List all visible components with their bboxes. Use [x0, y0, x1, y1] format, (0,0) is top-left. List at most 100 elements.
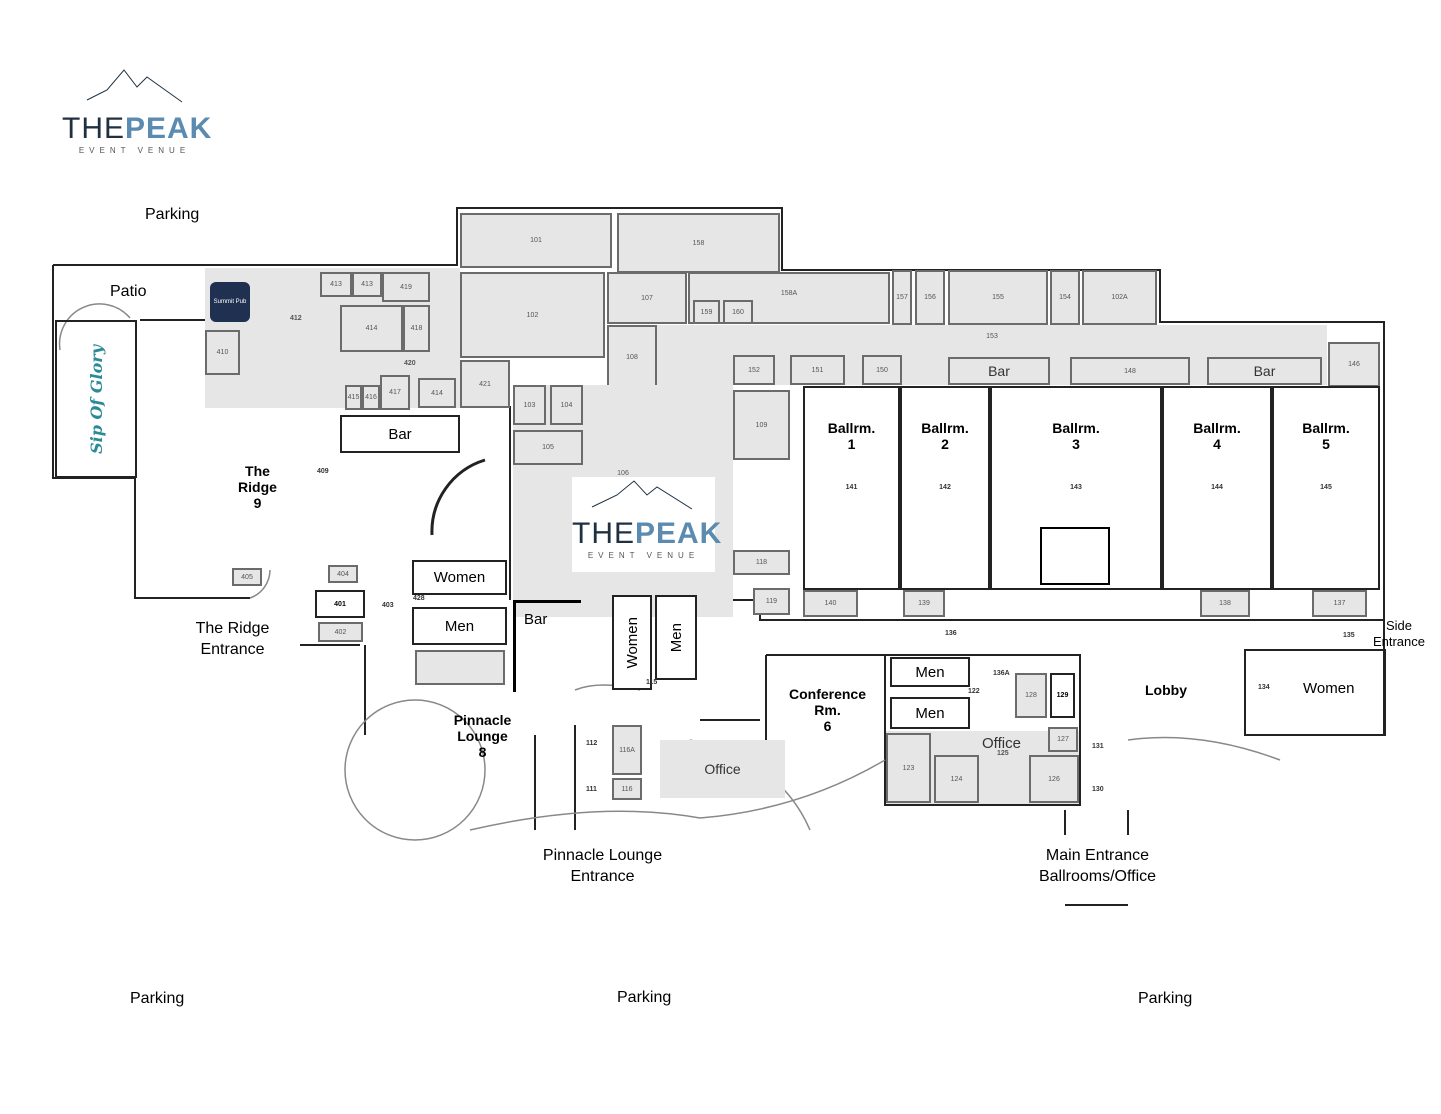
mens-restroom-2[interactable]: Men — [890, 697, 970, 729]
room-139[interactable]: 139 — [903, 590, 945, 617]
mens-restroom-1[interactable]: Men — [890, 657, 970, 687]
room-129[interactable]: 129 — [1050, 673, 1075, 718]
room-104[interactable]: 104 — [550, 385, 583, 425]
ballroom-number: 2 — [941, 436, 949, 452]
room-138[interactable]: 138 — [1200, 590, 1250, 617]
room-125[interactable]: 125 — [997, 750, 1009, 757]
room-116[interactable]: 116 — [612, 778, 642, 800]
room-158[interactable]: 158 — [617, 213, 780, 273]
womens-restroom-pinnacle[interactable]: Women — [612, 595, 652, 690]
ballroom-number: 1 — [847, 436, 856, 452]
room-156[interactable]: 156 — [915, 270, 945, 325]
room-number: 144 — [1211, 484, 1223, 491]
room-136a[interactable]: 136A — [993, 670, 1010, 677]
room-428[interactable]: 428 — [413, 595, 425, 602]
room-151[interactable]: 151 — [790, 355, 845, 385]
room-420[interactable]: 420 — [404, 360, 416, 367]
room-146[interactable]: 146 — [1328, 342, 1380, 387]
room-403[interactable]: 403 — [382, 602, 394, 609]
room-413[interactable]: 413 — [320, 272, 352, 297]
womens-restroom-lobby[interactable]: Women — [1303, 680, 1355, 697]
mens-restroom-pinnacle[interactable]: Men — [655, 595, 697, 680]
room-405[interactable]: 405 — [232, 568, 262, 586]
room-418[interactable]: 418 — [403, 305, 430, 352]
room-115[interactable]: 115 — [646, 679, 658, 686]
ballroom-4[interactable]: Ballrm.4 144 — [1162, 386, 1272, 590]
room-119[interactable]: 119 — [753, 588, 790, 615]
room-116a[interactable]: 116A — [612, 725, 642, 775]
room-109[interactable]: 109 — [733, 390, 790, 460]
ballroom-name: Ballrm. — [1052, 420, 1100, 436]
room-123[interactable]: 123 — [886, 733, 931, 803]
room-404[interactable]: 404 — [328, 565, 358, 583]
room-401[interactable]: 401 — [315, 590, 365, 618]
room-103[interactable]: 103 — [513, 385, 546, 425]
room-159[interactable]: 159 — [693, 300, 720, 324]
room-148[interactable]: 148 — [1070, 357, 1190, 385]
room-160[interactable]: 160 — [723, 300, 753, 324]
room-108[interactable]: 108 — [607, 325, 657, 390]
room-140[interactable]: 140 — [803, 590, 858, 617]
room-112[interactable]: 112 — [586, 740, 598, 747]
room-111[interactable]: 111 — [586, 786, 597, 793]
room-152[interactable]: 152 — [733, 355, 775, 385]
room-154[interactable]: 154 — [1050, 270, 1080, 325]
office-pinnacle[interactable]: Office — [660, 740, 785, 798]
room-402[interactable]: 402 — [318, 622, 363, 642]
room-135[interactable]: 135 — [1343, 632, 1355, 639]
badge-text: Summit Pub — [213, 299, 247, 305]
room-130[interactable]: 130 — [1092, 786, 1104, 793]
ballroom-number: 4 — [1213, 436, 1221, 452]
summit-pub-badge-logo: Summit Pub — [210, 282, 250, 322]
room-158a[interactable]: 158A — [688, 272, 890, 324]
room-131[interactable]: 131 — [1092, 743, 1104, 750]
bar-ballroom-2-3[interactable]: Bar — [948, 357, 1050, 385]
room-155[interactable]: 155 — [948, 270, 1048, 325]
sip-of-glory-bar[interactable]: Sip Of Glory — [55, 320, 137, 478]
parking-bottom-center-label: Parking — [617, 989, 672, 1006]
room-409[interactable]: 409 — [317, 468, 329, 475]
room-413[interactable]: 413 — [352, 272, 382, 297]
womens-restroom-ridge[interactable]: Women — [412, 560, 507, 595]
room-414[interactable]: 414 — [418, 378, 456, 408]
sip-of-glory-logo: Sip Of Glory — [86, 344, 106, 454]
room-416[interactable]: 416 — [362, 385, 380, 410]
room-136[interactable]: 136 — [945, 630, 957, 637]
room-414[interactable]: 414 — [340, 305, 403, 352]
room-122[interactable]: 122 — [968, 688, 980, 695]
room-137[interactable]: 137 — [1312, 590, 1367, 617]
ballroom-name: Ballrm. — [1193, 420, 1241, 436]
bar-ridge[interactable]: Bar — [340, 415, 460, 453]
room-410[interactable]: 410 — [205, 330, 240, 375]
room-419[interactable]: 419 — [382, 272, 430, 302]
bar-label: Bar — [524, 611, 548, 628]
room-101[interactable]: 101 — [460, 213, 612, 268]
room-102a[interactable]: 102A — [1082, 270, 1157, 325]
room-421[interactable]: 421 — [460, 360, 510, 408]
room-118[interactable]: 118 — [733, 550, 790, 575]
mens-restroom-ridge[interactable]: Men — [412, 607, 507, 645]
ridge-name: The Ridge — [238, 463, 277, 495]
room-102[interactable]: 102 — [460, 272, 605, 358]
room-412[interactable]: 412 — [290, 315, 302, 322]
room-150[interactable]: 150 — [862, 355, 902, 385]
room-417[interactable]: 417 — [380, 375, 410, 410]
stage-platform — [1040, 527, 1110, 585]
room-128[interactable]: 128 — [1015, 673, 1047, 718]
room-number: 142 — [939, 484, 951, 491]
room-105[interactable]: 105 — [513, 430, 583, 465]
room-126[interactable]: 126 — [1029, 755, 1079, 803]
room-415[interactable]: 415 — [345, 385, 362, 410]
room-157[interactable]: 157 — [892, 270, 912, 325]
room-134[interactable]: 134 — [1258, 684, 1270, 691]
room-124[interactable]: 124 — [934, 755, 979, 803]
bar-ballroom-4-5[interactable]: Bar — [1207, 357, 1322, 385]
bar-pinnacle[interactable]: Bar — [513, 600, 581, 692]
room-127[interactable]: 127 — [1048, 727, 1078, 752]
storage-room[interactable] — [415, 650, 505, 685]
room-107[interactable]: 107 — [607, 272, 687, 324]
